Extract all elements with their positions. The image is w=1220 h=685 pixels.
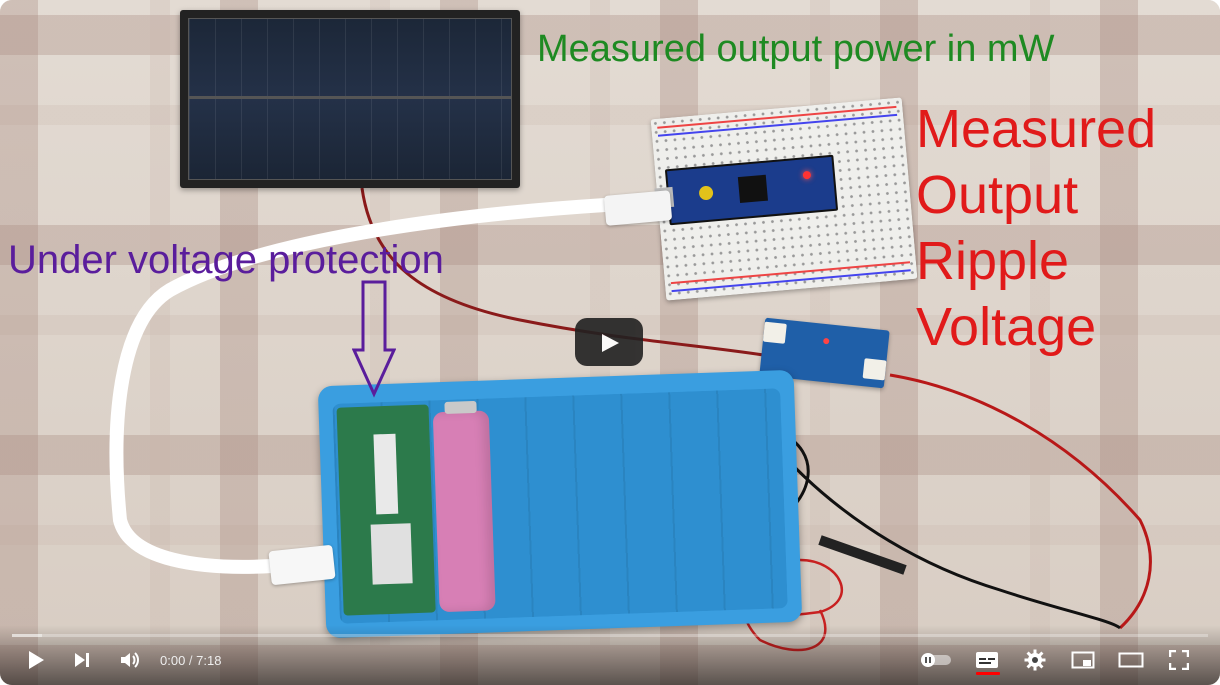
autoplay-toggle[interactable] — [918, 645, 954, 675]
annotation-line: Voltage — [916, 297, 1097, 357]
subtitles-active-indicator — [976, 672, 1000, 675]
settings-button[interactable] — [1017, 645, 1053, 675]
miniplayer-icon — [1071, 651, 1095, 669]
solar-panel — [180, 10, 520, 188]
gear-icon — [1024, 649, 1046, 671]
battery-cell — [432, 400, 496, 613]
play-icon — [29, 651, 44, 669]
annotation-line: Measured — [916, 99, 1157, 159]
next-button[interactable] — [64, 645, 100, 675]
current-time: 0:00 — [160, 653, 186, 668]
buffered-bar — [12, 634, 42, 637]
play-button[interactable] — [18, 645, 54, 675]
arrow-down-icon — [352, 280, 396, 398]
progress-bar[interactable] — [12, 634, 1208, 637]
usb-plug — [268, 544, 336, 586]
annotation-line: Output — [916, 165, 1079, 225]
volume-icon — [121, 652, 139, 668]
autoplay-toggle-icon — [921, 653, 951, 667]
annotation-under-voltage: Under voltage protection — [8, 238, 444, 282]
theater-mode-button[interactable] — [1113, 645, 1149, 675]
time-separator: / — [185, 653, 197, 668]
fullscreen-button[interactable] — [1161, 645, 1197, 675]
annotation-ripple-voltage: Measured Output Ripple Voltage — [916, 96, 1156, 360]
annotation-output-power: Measured output power in mW — [537, 28, 1055, 70]
fullscreen-icon — [1169, 650, 1189, 670]
time-display: 0:00 / 7:18 — [160, 653, 221, 668]
large-play-button[interactable] — [575, 318, 643, 366]
subtitles-button[interactable] — [969, 645, 1005, 675]
usb-plug — [603, 190, 673, 226]
subtitles-icon — [976, 652, 998, 668]
power-bank-case — [317, 369, 803, 639]
mute-button[interactable] — [112, 645, 148, 675]
theater-mode-icon — [1118, 652, 1144, 668]
next-icon — [75, 653, 89, 667]
player-controls — [0, 625, 1220, 685]
play-icon — [602, 334, 619, 352]
circuit-board — [336, 404, 436, 616]
duration: 7:18 — [196, 653, 222, 668]
miniplayer-button[interactable] — [1065, 645, 1101, 675]
annotation-line: Ripple — [916, 231, 1070, 291]
